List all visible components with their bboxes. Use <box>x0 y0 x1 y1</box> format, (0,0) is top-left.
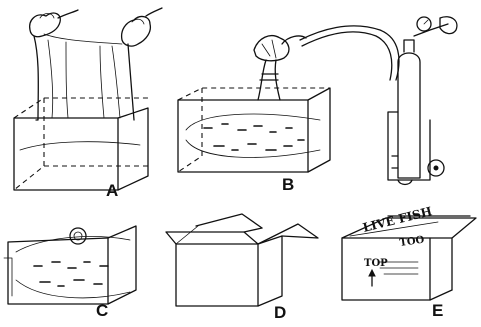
open-carton <box>166 214 318 306</box>
box-small-mark: TOO <box>399 235 425 249</box>
bag-neck <box>254 36 306 100</box>
oxygen-hose <box>300 26 399 80</box>
panel-label-c: C <box>96 301 108 320</box>
closed-carton <box>342 216 476 300</box>
panel-e: LIVE FISH TOP TOO E <box>342 204 476 320</box>
panel-d: D <box>166 214 318 322</box>
panel-label-e: E <box>432 301 443 320</box>
box-a <box>14 98 148 190</box>
oxygen-cylinder <box>388 17 457 185</box>
panel-label-d: D <box>274 303 286 322</box>
panel-label-a: A <box>106 181 118 200</box>
top-orientation-label: TOP <box>364 258 388 269</box>
plastic-bag <box>34 34 134 120</box>
sealed-box <box>4 226 136 304</box>
panel-b: B <box>178 17 457 194</box>
panel-c: C <box>4 226 136 320</box>
panel-label-b: B <box>282 175 294 194</box>
filled-bag-box <box>178 88 330 172</box>
panel-a: A <box>14 8 162 200</box>
hands-illustration <box>30 8 162 46</box>
live-fish-label: LIVE FISH <box>361 204 433 235</box>
